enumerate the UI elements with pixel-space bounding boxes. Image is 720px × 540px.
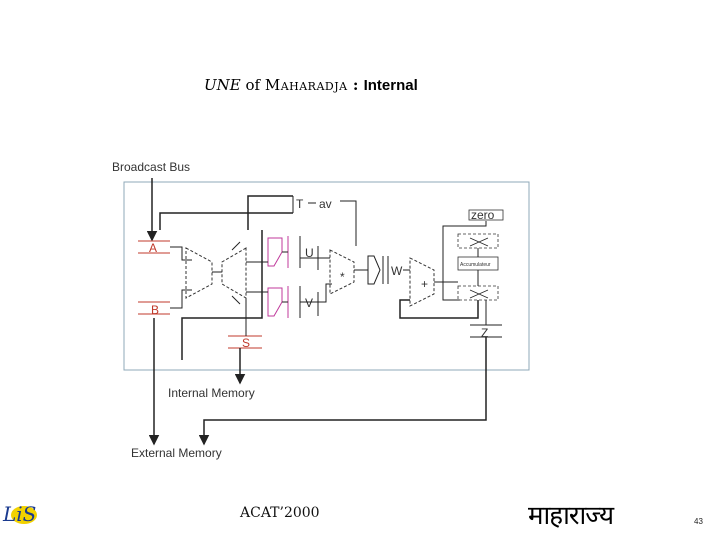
broadcast-bus-label: Broadcast Bus <box>112 160 190 174</box>
acc-feedback-wire <box>399 299 479 319</box>
accumulator-label: Accumulateur <box>460 262 491 268</box>
bus-loop-wire <box>181 230 263 360</box>
external-memory-label: External Memory <box>131 446 222 460</box>
acc-bottom-cross <box>469 289 489 299</box>
reg-zero-label: zero <box>471 208 495 222</box>
mux-diag-bottom <box>231 295 241 305</box>
acc-top-cross <box>469 237 489 247</box>
w-mux <box>367 255 381 285</box>
a-out-wire <box>170 246 192 261</box>
v-out-wire <box>300 283 332 303</box>
page-number: 43 <box>694 517 703 526</box>
reg-b-label: B <box>151 303 159 317</box>
av-wire <box>340 200 357 246</box>
reg-z-label: Z <box>481 326 488 340</box>
mux-diag-top <box>231 241 241 251</box>
lis-logo: LiS <box>2 502 37 526</box>
reg-w-label: W <box>391 264 403 278</box>
t-feed-wire <box>247 195 293 230</box>
internal-panel <box>123 181 530 371</box>
mux-right <box>221 247 247 299</box>
reg-s-label: S <box>242 336 250 350</box>
zero-register <box>468 209 504 221</box>
sel-mux-bottom <box>267 287 283 317</box>
mux-left <box>185 247 213 299</box>
title-org: Maharadja <box>264 76 348 94</box>
sel-mux-top <box>267 237 283 267</box>
adder-unit <box>409 257 435 307</box>
reg-t-label: T <box>296 197 304 211</box>
slide-title: UNE of Maharadja : Internal <box>204 76 418 94</box>
svg-text:LiS: LiS <box>2 502 36 526</box>
acc-top-block <box>457 233 499 249</box>
reg-a-label: A <box>149 241 157 255</box>
title-sep: : <box>347 76 364 94</box>
z-to-external-wire <box>198 337 487 446</box>
title-keyword: Internal <box>363 77 418 94</box>
reg-u-label: U <box>305 246 314 260</box>
zero-wire <box>442 221 487 301</box>
multiplier-unit <box>329 249 355 295</box>
maharajya-logo: माहाराज्य <box>528 501 614 531</box>
op-mult-label: * <box>340 270 345 284</box>
b-out-wire <box>170 289 192 309</box>
reg-av-label: av <box>319 197 332 211</box>
title-une: UNE <box>204 76 241 94</box>
op-add-label: + <box>421 277 428 291</box>
title-of: of <box>240 76 265 94</box>
reg-v-label: V <box>305 296 313 310</box>
bus-to-t-wire <box>159 212 293 230</box>
conference-label: ACAT’2000 <box>240 505 320 521</box>
internal-memory-label: Internal Memory <box>168 386 255 400</box>
acc-bottom-block <box>457 285 499 301</box>
